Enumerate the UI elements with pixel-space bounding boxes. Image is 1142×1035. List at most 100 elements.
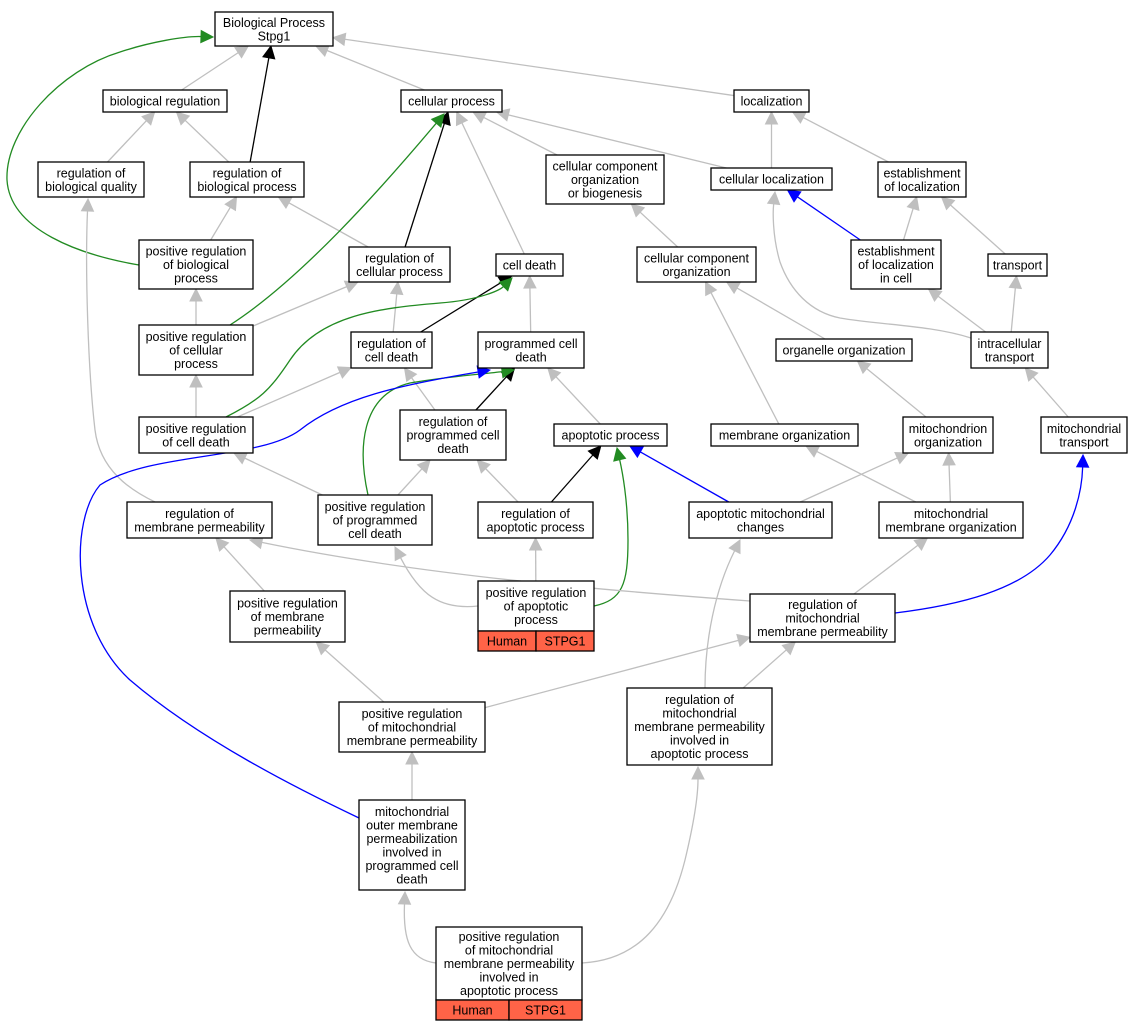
edge-arrowhead bbox=[728, 539, 741, 555]
edge-arrowhead bbox=[766, 190, 781, 206]
edge-arrowhead bbox=[856, 360, 872, 375]
edge-line bbox=[639, 211, 679, 248]
annotation-tag-stpg1[interactable]: STPG1 bbox=[508, 999, 583, 1021]
term-label: biological regulation bbox=[110, 95, 221, 109]
term-node-memorg[interactable]: membrane organization bbox=[710, 423, 859, 447]
term-label: localization bbox=[741, 95, 803, 109]
term-box bbox=[102, 89, 228, 113]
term-box bbox=[636, 246, 757, 283]
edge-line bbox=[326, 49, 425, 91]
term-node-apop[interactable]: apoptotic process bbox=[553, 423, 668, 447]
term-box bbox=[126, 501, 273, 539]
annotation-tag-human[interactable]: Human bbox=[477, 630, 537, 652]
edge-line bbox=[244, 457, 323, 496]
term-box bbox=[138, 416, 254, 454]
edge-posregcp-to-regcp bbox=[252, 280, 359, 327]
edge-line bbox=[344, 38, 735, 97]
edge-orgorg-to-cco bbox=[725, 281, 826, 340]
term-box bbox=[338, 701, 486, 753]
edge-posregbp-to-bp bbox=[6, 29, 215, 266]
term-label: cellular process bbox=[408, 95, 495, 109]
annotation-tag-stpg1[interactable]: STPG1 bbox=[535, 630, 595, 652]
term-node-celldeath[interactable]: cell death bbox=[495, 253, 564, 277]
term-box bbox=[358, 799, 466, 891]
edge-line bbox=[225, 285, 504, 418]
term-node-bioreg[interactable]: biological regulation bbox=[102, 89, 228, 113]
edge-line bbox=[237, 371, 341, 418]
edge-line bbox=[261, 541, 751, 602]
edge-line bbox=[484, 639, 739, 709]
term-node-cellloc[interactable]: cellular localization bbox=[710, 167, 833, 191]
edge-line bbox=[1032, 376, 1069, 418]
term-box bbox=[850, 239, 942, 290]
edge-apop-to-pcd bbox=[547, 367, 601, 425]
edge-arrowhead bbox=[277, 196, 293, 210]
term-node-orgorg[interactable]: organelle organization bbox=[775, 338, 913, 362]
edge-arrowhead bbox=[405, 750, 419, 765]
term-node-transport[interactable]: transport bbox=[987, 253, 1048, 277]
edge-regmmp-to-mitotrans bbox=[894, 453, 1090, 614]
edge-line bbox=[475, 376, 507, 411]
edges-layer bbox=[6, 29, 1090, 964]
term-label: cellular localization bbox=[719, 173, 824, 187]
annotation-tag-human[interactable]: Human bbox=[435, 999, 510, 1021]
edge-posregcd-to-celldeath bbox=[225, 277, 513, 418]
edge-line bbox=[85, 210, 156, 503]
edge-arrowhead bbox=[630, 203, 646, 218]
term-box bbox=[733, 89, 810, 113]
edge-arrowhead bbox=[141, 111, 156, 126]
edge-arrowhead bbox=[416, 459, 431, 474]
term-node-loc[interactable]: localization bbox=[733, 89, 810, 113]
edge-line bbox=[420, 281, 502, 333]
edge-arrowhead bbox=[336, 366, 353, 379]
edge-mitoorg-to-orgorg bbox=[856, 360, 927, 418]
edge-regmmp-to-mitomemorg bbox=[853, 537, 929, 595]
edge-arrowhead bbox=[331, 32, 347, 47]
annotation-tag-label: Human bbox=[452, 1004, 492, 1018]
edge-arrowhead bbox=[587, 445, 602, 460]
term-node-cellproc[interactable]: cellular process bbox=[400, 89, 503, 113]
edge-posregcp-to-posregbp bbox=[189, 287, 203, 325]
edge-line bbox=[485, 468, 519, 503]
edge-posregap-to-posregpcd bbox=[394, 546, 479, 608]
